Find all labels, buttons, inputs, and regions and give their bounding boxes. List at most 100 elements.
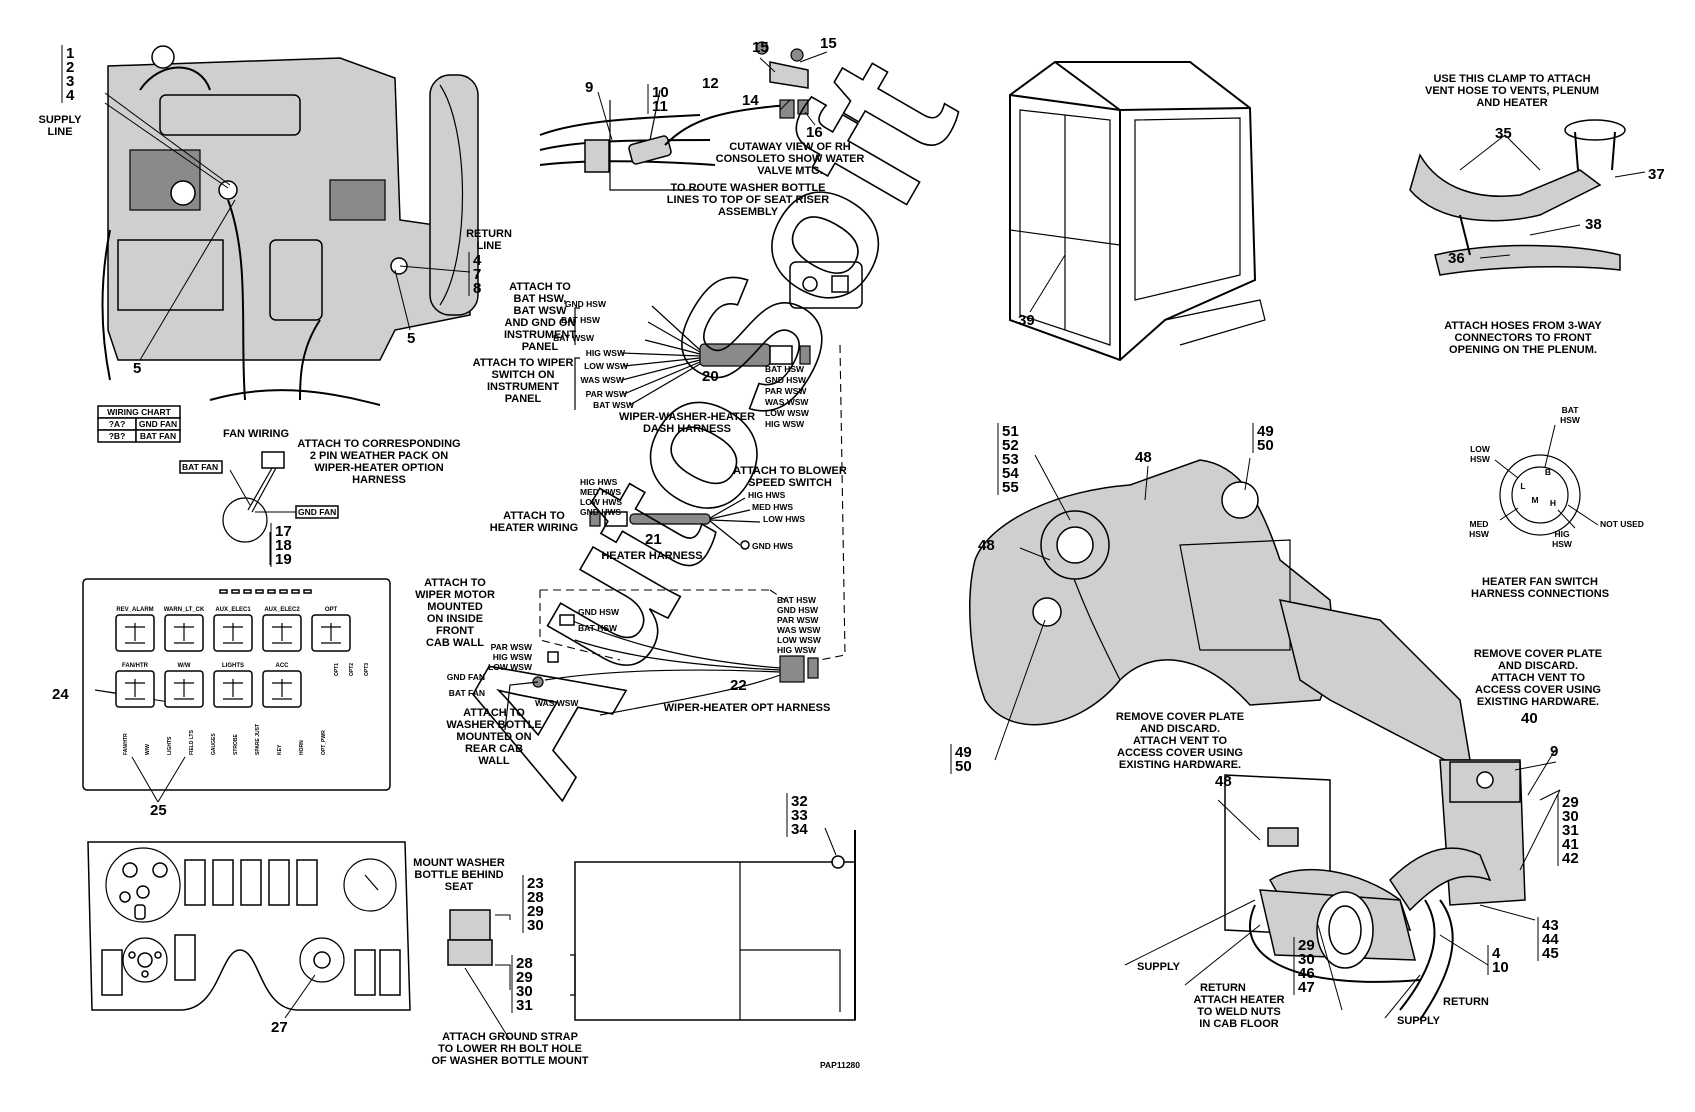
notes-attach_wiper_sw-line-1: ATTACH TO WIPER (473, 357, 574, 369)
notes-attach_wiper_motor-line-3: MOUNTED (427, 601, 483, 613)
notes-return_b: RETURN (1443, 996, 1489, 1008)
callout-n49a-line-2: 50 (955, 758, 972, 775)
callout-heater_b-line-3: 45 (1542, 945, 1559, 962)
opt-wire-left-2: LOW WSW (488, 662, 533, 672)
heater-harness (589, 497, 761, 550)
callouts-n15a: 15 (752, 39, 769, 56)
switch-pin-bat-line-2: HSW (1560, 415, 1581, 425)
relay-symbol (174, 679, 194, 700)
dash-wire-right-4: LOW WSW (765, 408, 810, 418)
fuse-label: FIELD LTS (189, 729, 195, 755)
storage-tank (570, 827, 856, 1021)
heater-wire-left-1: MED HWS (580, 487, 621, 497)
fuse-slot (243, 589, 252, 594)
callout-engine_b-line-2: 7 (473, 266, 481, 283)
notes-attach_washer_bottle-line-3: MOUNTED ON (456, 731, 531, 743)
water-valve-cutaway (539, 41, 828, 191)
notes-heater_harness: HEATER HARNESS (601, 550, 702, 562)
fuse-label: GAUGES (211, 733, 217, 755)
wiring-chart-value: GND FAN (139, 419, 177, 429)
callouts-n48a: 48 (1135, 449, 1152, 466)
notes-ground_strap-line-1: ATTACH GROUND STRAP (442, 1031, 578, 1043)
fan-wiring (222, 451, 300, 565)
callout-bottle_a-line-2: 28 (527, 889, 544, 906)
notes-attach_blower-line-1: ATTACH TO BLOWER (733, 465, 847, 477)
fuse-label: FAN/HTR (123, 733, 129, 755)
opt-wire-was: WAS WSW (535, 698, 579, 708)
notes-attach_wiper_sw-line-2: SWITCH ON (492, 369, 555, 381)
dash-wire-bottom-2: WAS WSW (581, 375, 625, 385)
notes-mount_bottle-line-1: MOUNT WASHER (413, 857, 505, 869)
heater-wire-right-1: MED HWS (752, 502, 793, 512)
notes-cutaway-line-3: VALVE MTG. (757, 165, 823, 177)
fuse-slot (279, 589, 288, 594)
notes-remove_cover_b-line-4: ACCESS COVER USING (1117, 747, 1243, 759)
wiring-chart-value: BAT FAN (140, 431, 176, 441)
notes-attach_weather-line-3: WIPER-HEATER OPTION (314, 462, 443, 474)
relay-label: AUX_ELEC1 (215, 607, 251, 613)
notes-attach_heater_wiring-line-2: HEATER WIRING (490, 522, 578, 534)
notes-opt_harness: WIPER-HEATER OPT HARNESS (664, 702, 831, 714)
opt-wire-right-1: GND HSW (777, 605, 819, 615)
dash-harness (574, 261, 863, 410)
notes-return_a: RETURN (1200, 982, 1246, 994)
relay-symbol (272, 623, 292, 644)
notes-attach_weather-line-2: 2 PIN WEATHER PACK ON (310, 450, 448, 462)
notes-mount_bottle-line-3: SEAT (445, 881, 474, 893)
relay-label: LIGHTS (222, 663, 244, 669)
fuse-slot (255, 589, 264, 594)
callout-n49a-line-1: 49 (955, 744, 972, 761)
relay-label: ACC (276, 663, 290, 669)
notes-attach_wiper_motor-line-5: FRONT (436, 625, 474, 637)
callouts-n20: 20 (702, 368, 719, 385)
callout-tank-line-1: 32 (791, 793, 808, 810)
notes-attach_bat-line-4: AND GND ON (505, 317, 576, 329)
opt-wire-right-3: WAS WSW (777, 625, 821, 635)
fuse-slot (231, 589, 240, 594)
fuse-label: KEY (277, 744, 283, 755)
notes-attach_wiper_sw-line-4: PANEL (505, 393, 542, 405)
heater-wire-left-2: LOW HWS (580, 497, 622, 507)
callout-heater_a-line-4: 41 (1562, 836, 1579, 853)
callout-heater_b-line-1: 43 (1542, 917, 1559, 934)
relay-symbol (174, 623, 194, 644)
notes-attach_wiper_sw-line-3: INSTRUMENT (487, 381, 559, 393)
notes-attach_wiper_motor-line-1: ATTACH TO (424, 577, 486, 589)
switch-pin-not-used: NOT USED (1600, 519, 1644, 529)
notes-clamp-line-2: VENT HOSE TO VENTS, PLENUM (1425, 85, 1599, 97)
relay-label: REV_ALARM (116, 607, 153, 613)
callouts-n27: 27 (271, 1019, 288, 1036)
opt-wire-right-0: BAT HSW (777, 595, 817, 605)
heater-fan-switch (1494, 424, 1599, 536)
relay-symbol (321, 623, 341, 644)
callouts-n9b: 9 (1550, 743, 1558, 760)
notes-route_bottle-line-2: LINES TO TOP OF SEAT RISER (667, 194, 829, 206)
opt-wire-left-1: HIG WSW (493, 652, 533, 662)
callout-fan-line-2: 18 (275, 537, 292, 554)
callouts-n14: 14 (742, 92, 759, 109)
callouts-n48c: 48 (1215, 773, 1232, 790)
notes-attach_bat-line-5: INSTRUMENT (504, 329, 576, 341)
notes-attach_washer_bottle-line-2: WASHER BOTTLE (446, 719, 541, 731)
switch-pin-hig-line-2: HSW (1552, 539, 1573, 549)
fan-tag: GND FAN (298, 507, 336, 517)
heater-wire-left-3: GND HWS (580, 507, 621, 517)
callout-engine_a-line-3: 3 (66, 73, 74, 90)
notes-remove_cover_b-line-5: EXISTING HARDWARE. (1119, 759, 1241, 771)
notes-remove_cover_b-line-1: REMOVE COVER PLATE (1116, 711, 1244, 723)
callout-n5155-line-3: 53 (1002, 451, 1019, 468)
callout-heater_a-line-1: 29 (1562, 794, 1579, 811)
callouts-n39: 39 (1018, 312, 1035, 329)
callout-bottle_b-line-3: 30 (516, 983, 533, 1000)
wiring-chart-cell (135, 429, 181, 443)
callout-engine_a-line-2: 2 (66, 59, 74, 76)
callout-n5155-line-1: 51 (1002, 423, 1019, 440)
notes-supply_line-line-1: SUPPLY (38, 114, 82, 126)
vent-hose-clamp-view (1409, 119, 1646, 276)
notes-attach_weather-line-1: ATTACH TO CORRESPONDING (297, 438, 460, 450)
dash-wire-bottom-0: HIG WSW (586, 348, 626, 358)
callouts-n35: 35 (1495, 125, 1512, 142)
relay-symbol (272, 679, 292, 700)
switch-pin-low-line-1: LOW (1470, 444, 1491, 454)
notes-clamp-line-1: USE THIS CLAMP TO ATTACH (1433, 73, 1590, 85)
